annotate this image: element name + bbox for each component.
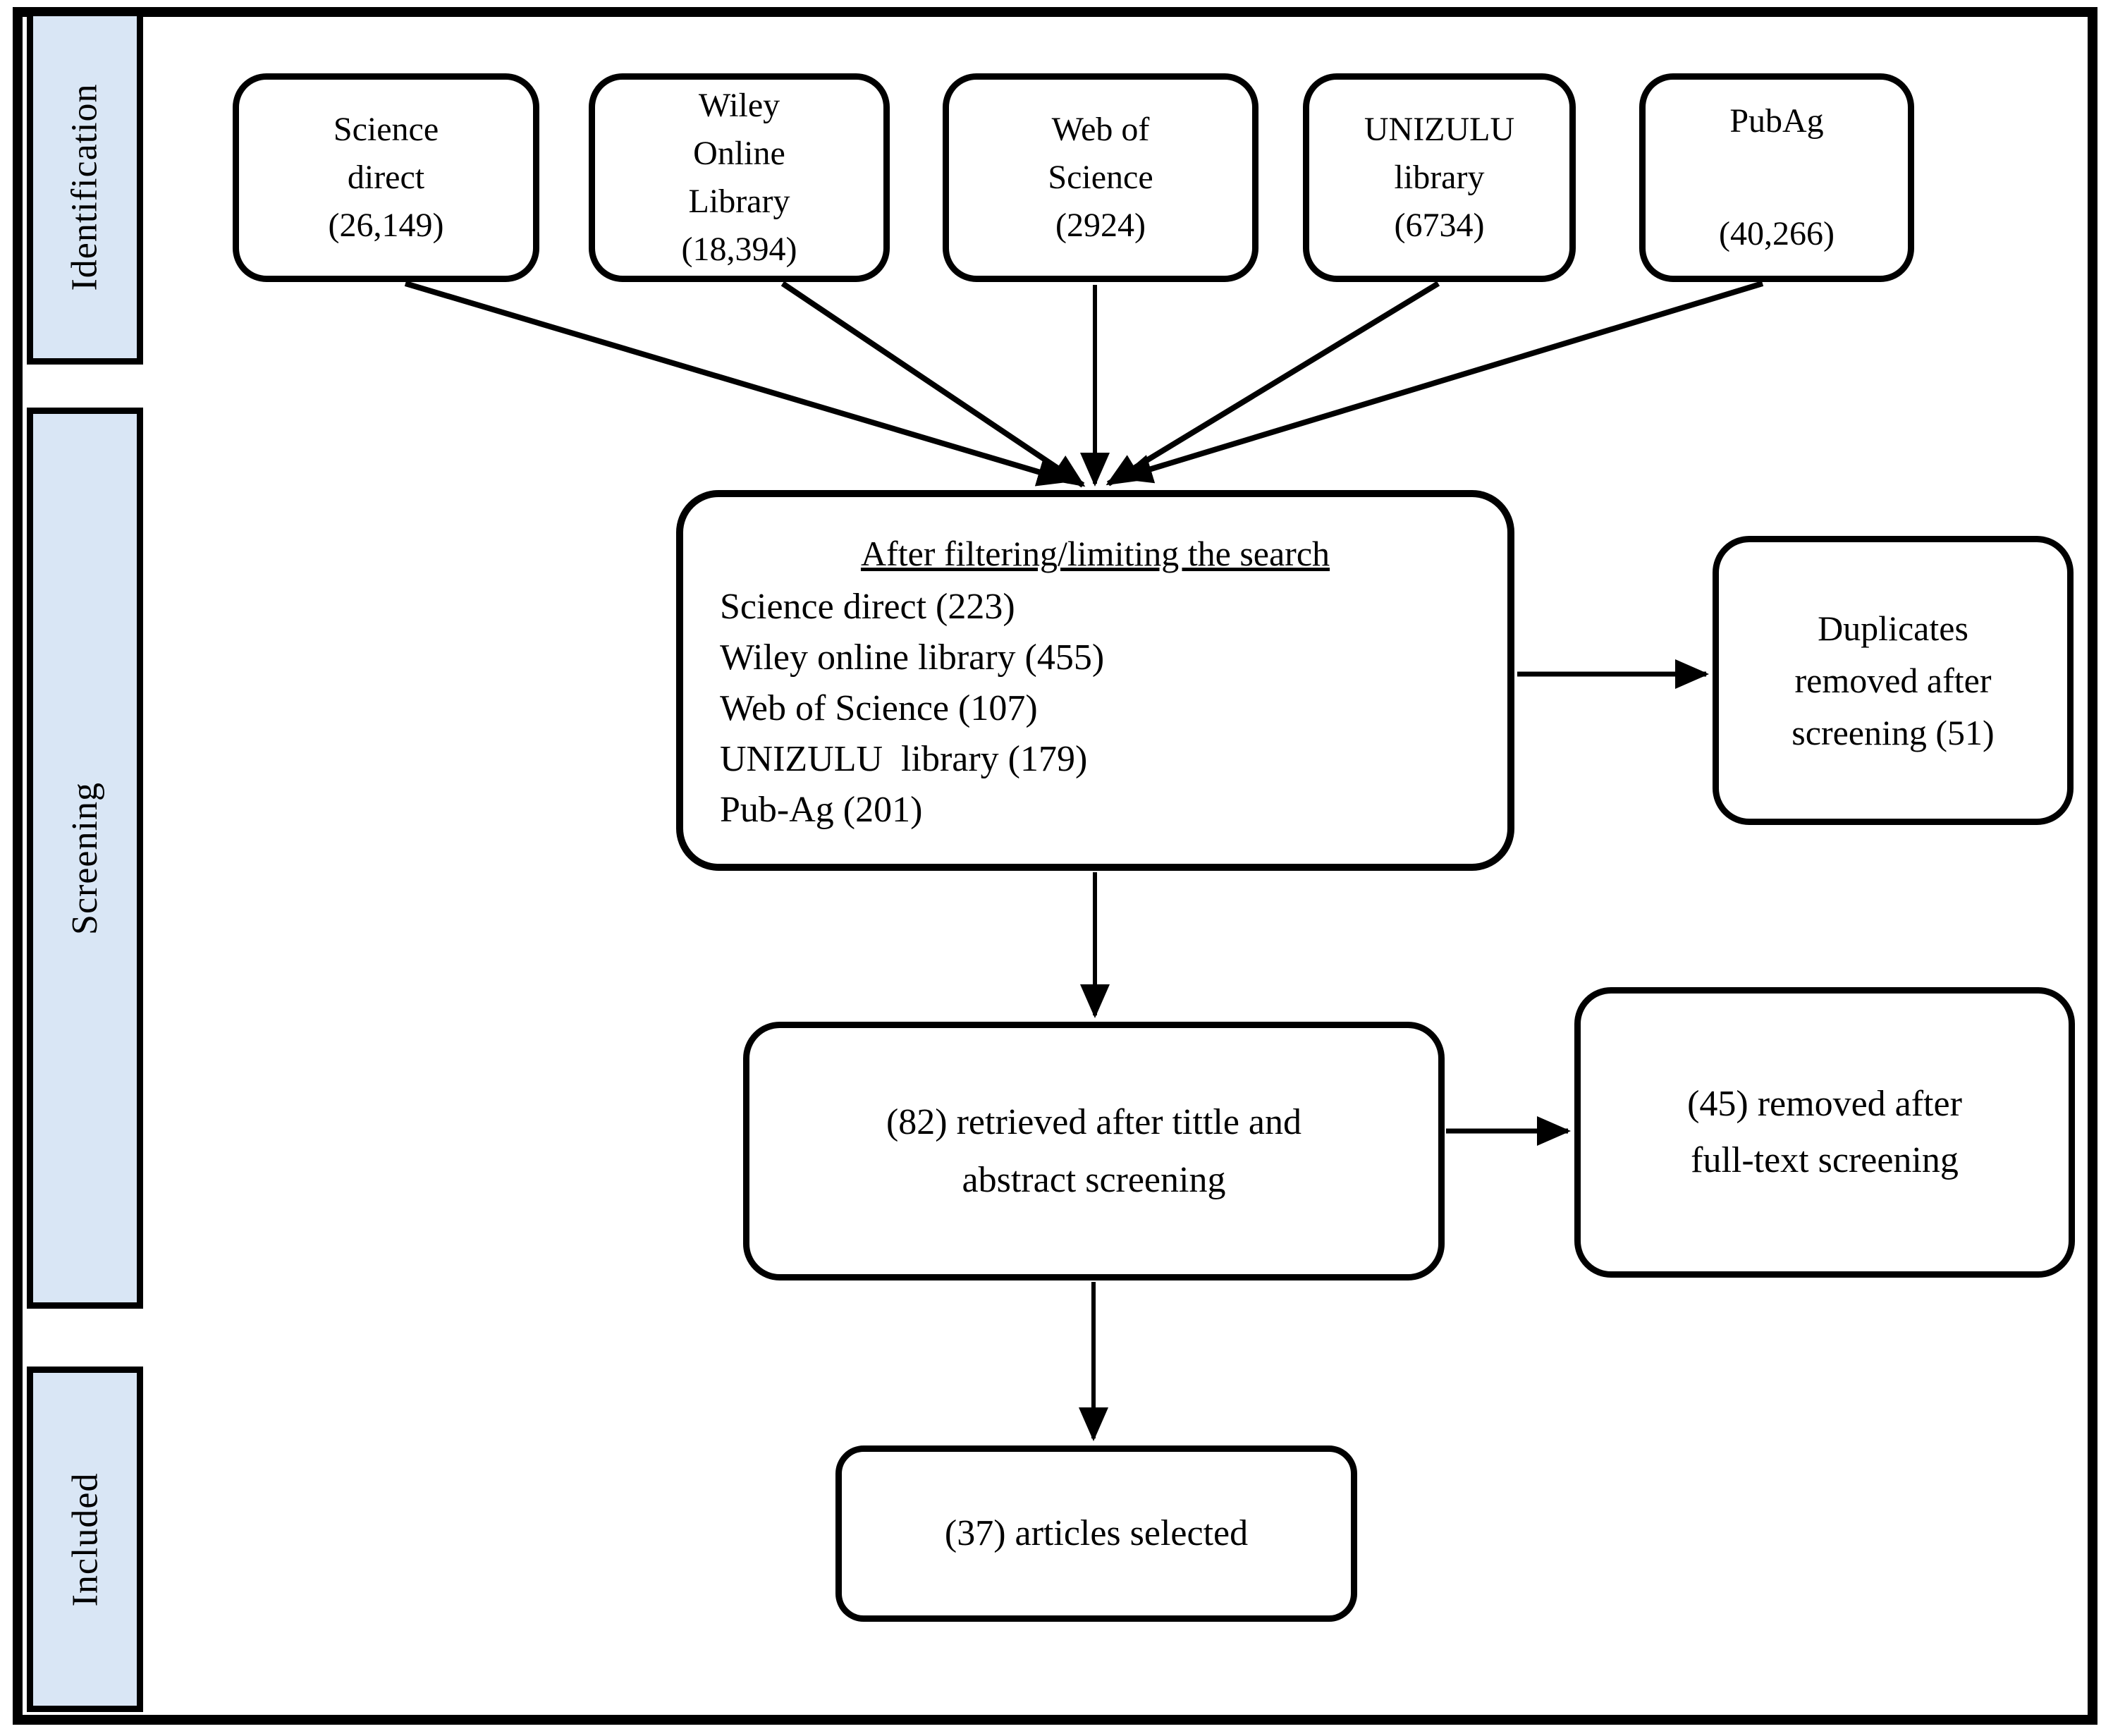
source-box-unizulu-library: UNIZULU library (6734)	[1303, 73, 1576, 282]
source-line: direct	[347, 159, 425, 196]
source-line: Web of	[1051, 111, 1150, 148]
source-count: (26,149)	[328, 207, 444, 244]
source-count: (2924)	[1055, 207, 1146, 244]
duplicates-line: screening (51)	[1792, 713, 1995, 752]
source-line: Online	[693, 135, 785, 172]
filtering-box: After filtering/limiting the search Scie…	[676, 490, 1514, 871]
filtering-title: After filtering/limiting the search	[860, 534, 1330, 573]
stage-included-label: Included	[65, 1472, 105, 1606]
fulltext-line: (45) removed after	[1687, 1084, 1962, 1124]
fulltext-line: full-text screening	[1691, 1140, 1959, 1180]
filtering-items: Science direct (223) Wiley online librar…	[683, 582, 1507, 836]
title-abstract-line: abstract screening	[962, 1159, 1226, 1200]
source-line: Science	[1048, 159, 1153, 196]
fulltext-removed-box: (45) removed after full-text screening	[1574, 987, 2075, 1278]
source-box-science-direct: Science direct (26,149)	[233, 73, 539, 282]
stage-screening: Screening	[27, 408, 143, 1309]
filtering-item: Wiley online library (455)	[720, 637, 1105, 678]
duplicates-line: Duplicates	[1818, 609, 1968, 648]
stage-identification: Identification	[27, 10, 143, 365]
articles-selected-box: (37) articles selected	[835, 1445, 1357, 1622]
stage-included: Included	[27, 1367, 143, 1712]
stage-screening-label: Screening	[65, 781, 105, 935]
source-count: (40,266)	[1719, 215, 1835, 252]
articles-selected-label: (37) articles selected	[944, 1513, 1249, 1553]
source-line: library	[1394, 159, 1485, 196]
title-abstract-line: (82) retrieved after tittle and	[886, 1101, 1302, 1142]
source-count: (6734)	[1394, 207, 1485, 244]
filtering-item: Web of Science (107)	[720, 688, 1038, 728]
source-line: Library	[688, 183, 790, 220]
source-box-web-of-science: Web of Science (2924)	[943, 73, 1258, 282]
source-box-pubag: PubAg (40,266)	[1639, 73, 1914, 282]
filtering-item: Pub-Ag (201)	[720, 790, 923, 830]
duplicates-line: removed after	[1794, 661, 1992, 700]
source-box-wiley-online-library: Wiley Online Library (18,394)	[589, 73, 890, 282]
source-line: Wiley	[698, 87, 780, 124]
title-abstract-screening-box: (82) retrieved after tittle and abstract…	[743, 1022, 1445, 1280]
source-line: PubAg	[1729, 102, 1824, 140]
filtering-item: Science direct (223)	[720, 587, 1015, 627]
source-line: UNIZULU	[1364, 111, 1515, 148]
filtering-item: UNIZULU library (179)	[720, 739, 1088, 779]
stage-identification-label: Identification	[65, 83, 106, 291]
source-count: (18,394)	[681, 231, 797, 268]
duplicates-removed-box: Duplicates removed after screening (51)	[1713, 536, 2074, 825]
source-line: Science	[333, 111, 439, 148]
